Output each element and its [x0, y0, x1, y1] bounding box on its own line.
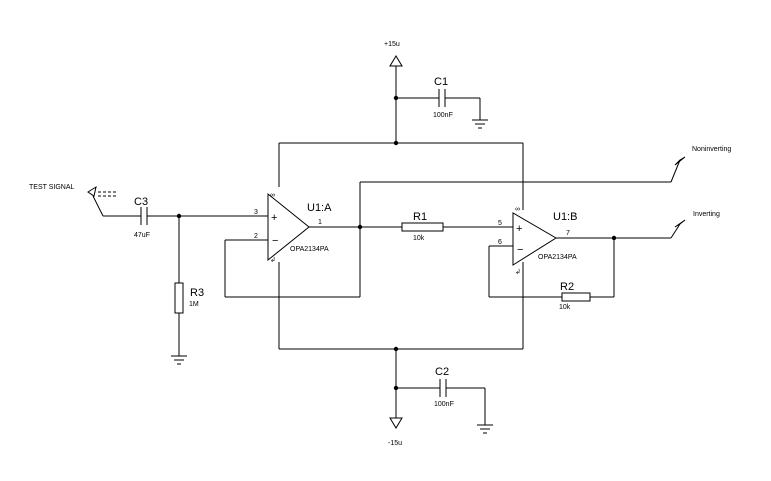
- positive-supply-arrow-icon: [389, 55, 403, 67]
- test-signal-source-icon: [87, 185, 118, 217]
- u1a-vminus-mark: ↲: [270, 256, 276, 264]
- c2-ref-label: C2: [435, 366, 449, 378]
- u1b-pin-plus: 5: [498, 220, 502, 227]
- positive-supply-label: +15u: [384, 41, 400, 48]
- u1a-pin-plus: 3: [254, 209, 258, 216]
- noninverting-output-label: Noninverting: [692, 146, 731, 153]
- u1a-ref-label: U1:A: [307, 202, 332, 214]
- inverting-output-net: [614, 219, 686, 239]
- opamp-u1a: [224, 182, 363, 298]
- inverting-output-arrow-icon: [674, 219, 686, 228]
- u1b-minus-sign: −: [517, 244, 523, 256]
- negative-supply-arrow-icon: [389, 417, 403, 429]
- c2-value-label: 100nF: [434, 401, 454, 408]
- junction-dot: [393, 346, 399, 352]
- resistor-r2: [561, 292, 591, 302]
- c1-ref-label: C1: [434, 76, 448, 88]
- u1a-pin-out: 1: [318, 219, 322, 226]
- r1-ref-label: R1: [413, 211, 427, 223]
- u1a-plus-sign: +: [271, 212, 277, 224]
- u1b-vminus-mark: ↲: [515, 268, 521, 276]
- capacitor-c3: [103, 207, 268, 225]
- noninverting-output-net: [360, 156, 686, 183]
- resistor-r1: [360, 222, 513, 232]
- u1b-plus-sign: +: [516, 223, 522, 235]
- ground-icon: [472, 119, 488, 129]
- capacitor-c1: [393, 89, 488, 129]
- u1a-minus-sign: −: [272, 235, 278, 247]
- inverting-output-label: Inverting: [693, 211, 720, 218]
- test-signal-label: TEST SIGNAL: [29, 184, 74, 191]
- junction-dot: [393, 140, 399, 146]
- u1a-part-label: OPA2134PA: [290, 246, 329, 253]
- u1b-pin-out: 7: [566, 230, 570, 237]
- r2-ref-label: R2: [560, 281, 574, 293]
- u1b-ref-label: U1:B: [553, 211, 577, 223]
- positive-supply-net: [278, 55, 524, 210]
- c1-value-label: 100nF: [433, 112, 453, 119]
- ground-icon: [171, 355, 187, 365]
- u1a-pin-minus: 2: [254, 233, 258, 240]
- r1-value-label: 10k: [413, 235, 425, 242]
- u1a-vplus-mark: ∞: [270, 192, 275, 199]
- c3-value-label: 47uF: [134, 232, 150, 239]
- u1b-part-label: OPA2134PA: [538, 254, 577, 261]
- r2-value-label: 10k: [559, 304, 571, 311]
- resistor-r3: [171, 213, 187, 365]
- noninverting-output-arrow-icon: [674, 156, 686, 166]
- c3-ref-label: C3: [134, 196, 148, 208]
- r3-value-label: 1M: [189, 301, 199, 308]
- ground-icon: [477, 424, 493, 434]
- r3-ref-label: R3: [190, 287, 204, 299]
- negative-supply-net: [278, 262, 524, 429]
- u1b-pin-minus: 6: [498, 239, 502, 246]
- capacitor-c2: [393, 379, 493, 434]
- u1b-vplus-mark: ∞: [515, 206, 520, 213]
- negative-supply-label: -15u: [388, 440, 402, 447]
